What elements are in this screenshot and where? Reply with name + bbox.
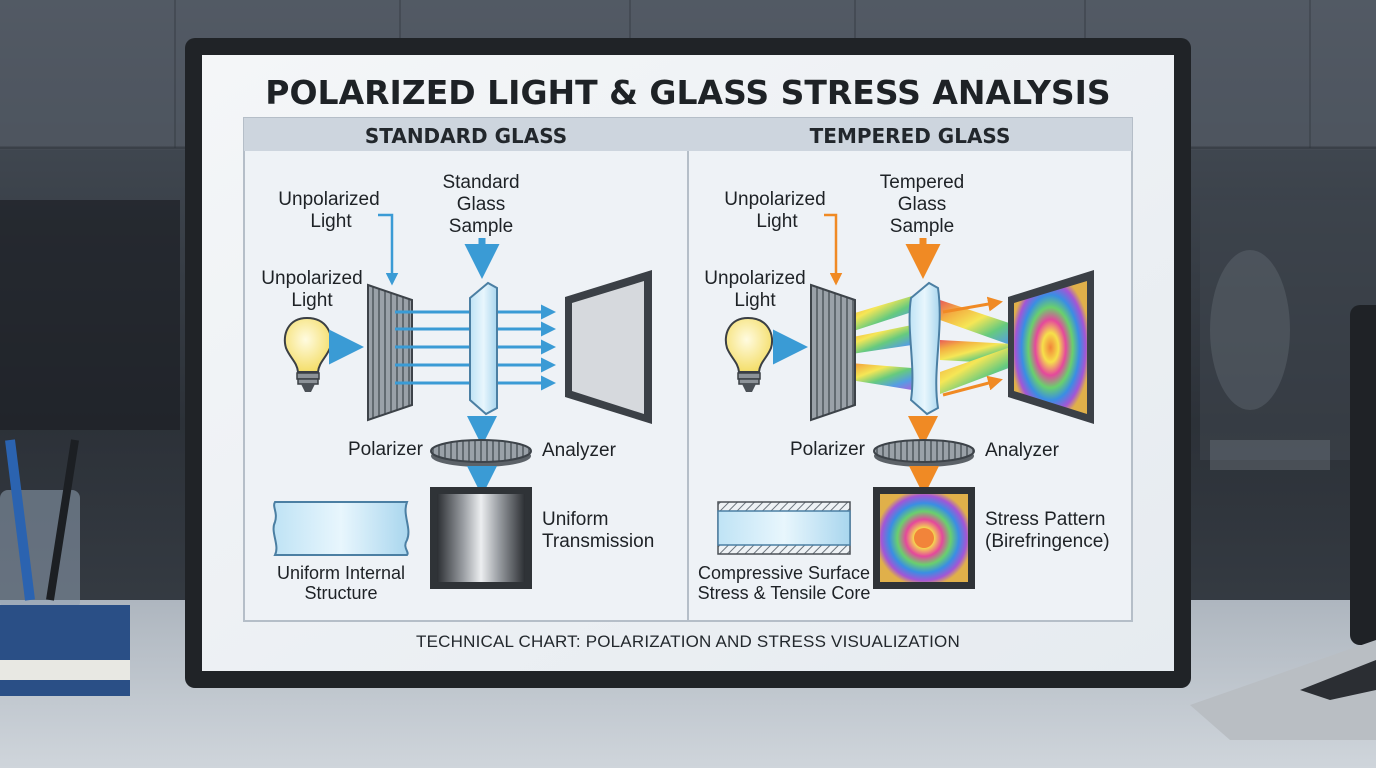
std-sample-3: Sample bbox=[449, 216, 513, 237]
std-uniform-result-icon bbox=[430, 487, 532, 589]
tempered-panel: Unpolarized Light Tempered Glass Sample … bbox=[698, 172, 1110, 603]
tmp-orange-arrows bbox=[942, 296, 1003, 397]
tmp-analyzer-label: Analyzer bbox=[985, 440, 1060, 461]
tmp-structure-label-1: Compressive Surface bbox=[698, 563, 870, 583]
tmp-light-left-2: Light bbox=[734, 290, 776, 311]
tmp-light-top-2: Light bbox=[756, 211, 798, 232]
std-beam-arrows bbox=[395, 304, 556, 391]
std-polarizer-icon bbox=[367, 283, 413, 422]
std-structure-label-1: Uniform Internal bbox=[277, 563, 405, 583]
tmp-sample-1: Tempered bbox=[880, 172, 965, 193]
chart-footer: TECHNICAL CHART: POLARIZATION AND STRESS… bbox=[416, 632, 960, 651]
tmp-sample-2: Glass bbox=[898, 194, 947, 215]
bulb-icon bbox=[724, 316, 773, 392]
standard-panel: Unpolarized Light Standard Glass Sample … bbox=[261, 172, 654, 603]
laptop bbox=[1190, 305, 1376, 740]
std-analyzer-icon bbox=[430, 439, 532, 467]
tmp-polarizer-icon bbox=[810, 283, 856, 422]
tmp-result-label-2: (Birefringence) bbox=[985, 531, 1110, 552]
std-sample-1: Standard bbox=[442, 172, 519, 193]
tmp-stress-screen-icon bbox=[1008, 270, 1094, 424]
tmp-rainbow-beams bbox=[838, 296, 1030, 394]
std-structure-label-2: Structure bbox=[304, 583, 377, 603]
tmp-sample-3: Sample bbox=[890, 216, 954, 237]
std-light-pointer-arrow bbox=[378, 213, 399, 286]
std-result-label-1: Uniform bbox=[542, 509, 609, 530]
std-structure-icon bbox=[272, 501, 410, 556]
std-light-left-1: Unpolarized bbox=[261, 268, 362, 289]
std-polarizer-label: Polarizer bbox=[348, 439, 424, 460]
book bbox=[0, 605, 130, 696]
tmp-analyzer-icon bbox=[873, 439, 975, 467]
tempered-header: TEMPERED GLASS bbox=[810, 124, 1011, 148]
std-light-top-2: Light bbox=[310, 211, 352, 232]
std-light-left-2: Light bbox=[291, 290, 333, 311]
tmp-structure-label-2: Stress & Tensile Core bbox=[698, 583, 871, 603]
tmp-polarizer-label: Polarizer bbox=[790, 439, 866, 460]
standard-header: STANDARD GLASS bbox=[365, 124, 567, 148]
std-light-top-1: Unpolarized bbox=[278, 189, 379, 210]
std-result-label-2: Transmission bbox=[542, 531, 654, 552]
std-sample-2: Glass bbox=[457, 194, 506, 215]
tmp-structure-icon bbox=[717, 501, 851, 555]
pen-cup bbox=[0, 439, 80, 610]
tmp-light-top-1: Unpolarized bbox=[724, 189, 825, 210]
tmp-light-left-1: Unpolarized bbox=[704, 268, 805, 289]
tmp-glass-sample-icon bbox=[908, 281, 941, 416]
std-analyzer-label: Analyzer bbox=[542, 440, 617, 461]
chart-title: POLARIZED LIGHT & GLASS STRESS ANALYSIS bbox=[265, 73, 1110, 112]
tmp-light-pointer-arrow bbox=[824, 213, 843, 286]
tmp-result-label-1: Stress Pattern bbox=[985, 509, 1105, 530]
std-glass-sample-icon bbox=[469, 281, 498, 416]
tmp-stress-pattern-icon bbox=[873, 487, 975, 589]
std-screen-icon bbox=[565, 270, 652, 424]
